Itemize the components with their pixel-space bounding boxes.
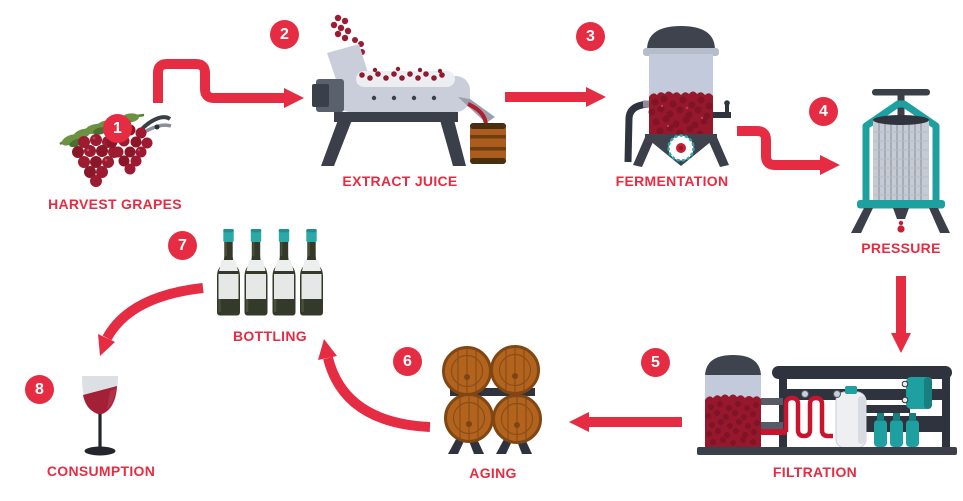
arrow-harvest-to-extract (153, 59, 286, 103)
step-1-badge: 1 (103, 114, 132, 143)
step-4-badge: 4 (809, 97, 838, 126)
step-6-badge: 6 (393, 347, 422, 376)
arrow-fermentation-to-pressure (737, 126, 822, 170)
arrowhead (820, 155, 840, 175)
wine-bottles-icon (217, 229, 323, 316)
arrowhead (318, 339, 337, 360)
filtration-machine-icon (697, 355, 957, 455)
step-3-badge: 3 (576, 22, 605, 51)
fermentation-tank-icon (624, 26, 731, 167)
step-8-label: CONSUMPTION (46, 463, 156, 479)
step-3-label: FERMENTATION (615, 173, 729, 189)
wine-press-icon (851, 89, 950, 233)
step-6-label: AGING (469, 465, 517, 481)
wine-glass-icon (82, 376, 118, 456)
step-2-label: EXTRACT JUICE (342, 173, 458, 189)
crusher-machine-icon (312, 14, 506, 166)
step-7-badge: 7 (168, 231, 197, 260)
step-7-label: BOTTLING (233, 328, 307, 344)
step-5-label: FILTRATION (772, 464, 858, 480)
step-2-badge: 2 (270, 20, 299, 49)
step-5-badge: 5 (641, 348, 670, 377)
step-1-label: HARVEST GRAPES (48, 196, 182, 212)
step-8-badge: 8 (25, 375, 54, 404)
arrow-bottling-to-consumption (102, 283, 204, 341)
step-4-label: PRESSURE (861, 240, 941, 256)
arrowhead (98, 334, 115, 356)
arrowhead (569, 412, 589, 432)
arrowhead (284, 88, 304, 108)
arrowhead (586, 87, 606, 107)
oak-barrels-icon (442, 345, 542, 454)
